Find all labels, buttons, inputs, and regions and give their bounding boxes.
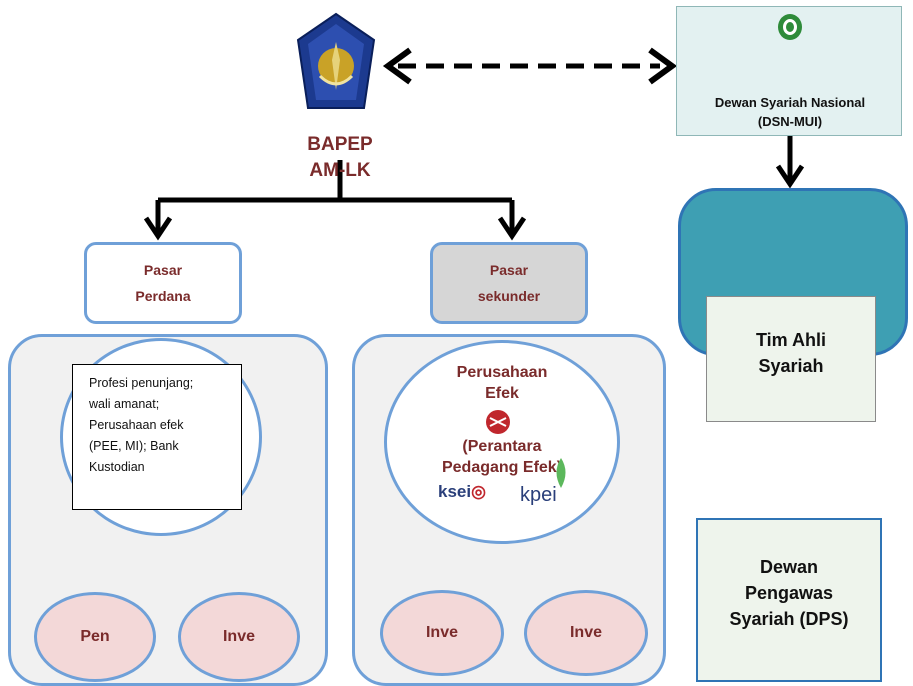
left-oval-b-label: Inve <box>222 628 255 645</box>
idx-logo-icon <box>486 410 510 434</box>
mui-logo-icon <box>778 14 802 40</box>
perdana-participant-line3: Perusahaan efek <box>89 418 184 432</box>
bapepam-label: BAPEP AM-LK <box>290 132 390 184</box>
pasar-sekunder-line1: Pasar <box>489 262 529 278</box>
perantara-line2: Pedagang Efek) <box>441 459 563 476</box>
right-oval-b-label: Inve <box>569 624 602 641</box>
bapepam-branch-arrows <box>143 160 527 241</box>
dsn-title: Dewan Syariah Nasional <box>714 95 866 110</box>
kpei-logo: kpei <box>520 484 557 507</box>
dps-line2: Pengawas <box>744 583 834 603</box>
emblem-icon <box>296 12 376 109</box>
dsn-subtitle: (DSN-MUI) <box>757 114 823 129</box>
perdana-participant-line5: Kustodian <box>89 460 145 474</box>
right-big-circle <box>384 340 620 544</box>
perdana-participant-line2: wali amanat; <box>89 397 160 411</box>
perantara-line1: (Perantara <box>462 438 542 455</box>
tim-ahli-line1: Tim Ahli <box>755 330 826 350</box>
bapepam-label-line2: AM-LK <box>309 160 371 181</box>
right-oval-a: Inve <box>380 590 504 676</box>
bapepam-label-line1: BAPEP <box>307 134 373 155</box>
dsn-box: Dewan Syariah Nasional (DSN-MUI) <box>676 6 902 136</box>
left-oval-a: Pen <box>34 592 156 682</box>
bapepam-emblem <box>296 12 376 110</box>
left-oval-a-label: Pen <box>80 628 110 645</box>
perdana-participant-line4: (PEE, MI); Bank <box>89 439 179 453</box>
pasar-sekunder-box: Pasar sekunder <box>430 242 588 324</box>
perusahaan-efek-line2: Efek <box>485 385 519 402</box>
dashed-double-arrow <box>382 47 678 85</box>
dps-line1: Dewan <box>759 557 819 577</box>
tim-ahli-line2: Syariah <box>758 356 824 376</box>
pasar-perdana-line2: Perdana <box>135 288 191 304</box>
dps-box: Dewan Pengawas Syariah (DPS) <box>696 518 882 682</box>
perdana-participant-line1: Profesi penunjang; <box>89 376 194 390</box>
left-oval-b: Inve <box>178 592 300 682</box>
ksei-logo: ksei◎ <box>438 482 486 502</box>
dps-line3: Syariah (DPS) <box>729 609 849 629</box>
pasar-sekunder-line2: sekunder <box>477 288 541 304</box>
perusahaan-efek-line1: Perusahaan <box>456 364 548 381</box>
perdana-participants-box: Profesi penunjang; wali amanat; Perusaha… <box>72 364 242 510</box>
right-oval-b: Inve <box>524 590 648 676</box>
perusahaan-efek-label: Perusahaan Efek <box>384 362 620 404</box>
tim-ahli-box: Tim Ahli Syariah <box>706 296 876 422</box>
perantara-label: (Perantara Pedagang Efek) <box>384 436 620 478</box>
ksei-logo-text: ksei <box>438 482 472 501</box>
kpei-leaf-icon <box>556 458 566 488</box>
kpei-logo-text: kpei <box>520 484 557 506</box>
ksei-swirl-icon: ◎ <box>471 482 486 501</box>
dsn-down-arrow <box>775 132 805 189</box>
right-oval-a-label: Inve <box>425 624 458 641</box>
pasar-perdana-line1: Pasar <box>143 262 183 278</box>
pasar-perdana-box: Pasar Perdana <box>84 242 242 324</box>
